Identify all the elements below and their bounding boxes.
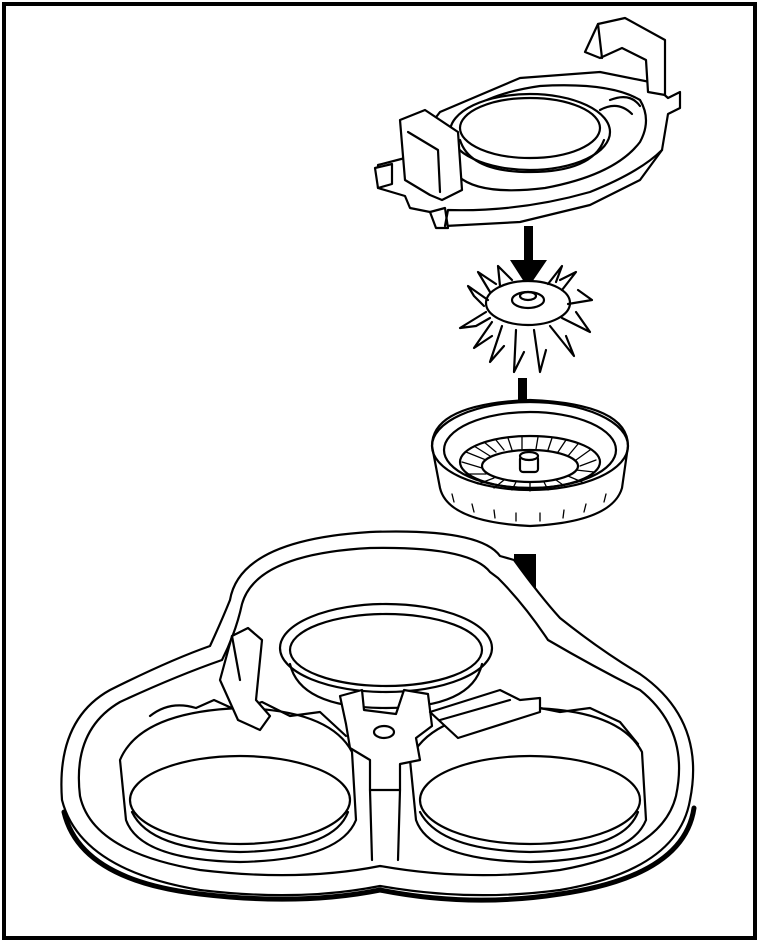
cutter <box>458 264 594 374</box>
retaining-frame <box>373 16 682 230</box>
shaving-unit-holder <box>60 530 697 903</box>
shaving-guard <box>430 398 630 528</box>
arrow-frame-to-cutter <box>510 226 547 288</box>
